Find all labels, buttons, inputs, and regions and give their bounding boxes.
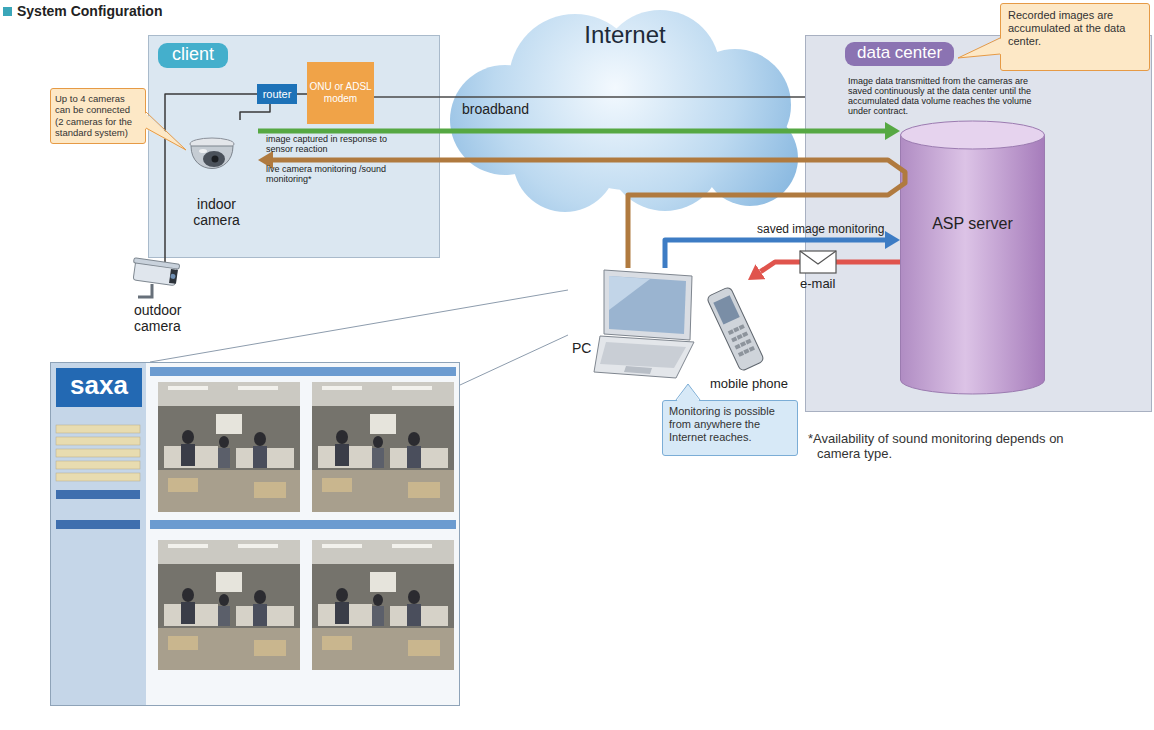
laptop-icon-part: [624, 366, 652, 374]
callout-text: Monitoring is possible from anywhere the…: [669, 405, 791, 445]
mobile-phone-icon-part: [733, 327, 739, 333]
router-label: router: [257, 88, 297, 101]
device-label: PC: [572, 340, 591, 356]
screenshot-outline: [50, 362, 460, 706]
outdoor-camera: outdoor camera: [122, 262, 212, 342]
outdoor-camera-icon: [131, 258, 180, 297]
envelope-icon-part: [800, 251, 836, 273]
screenshot-interior-part: [56, 473, 140, 481]
panel-tab: client: [158, 43, 228, 68]
callout-box: Up to 4 cameras can be connected (2 came…: [50, 88, 146, 144]
screenshot-interior-part: [158, 540, 300, 670]
outdoor-camera-icon-part-part: [170, 274, 176, 280]
indoor-camera-icon-part: [203, 151, 225, 167]
outdoor-camera-icon-part-part: [133, 258, 179, 269]
screenshot-interior-part: [150, 367, 456, 376]
outdoor-camera-icon-part: [131, 258, 180, 286]
panel-tab: data center: [845, 42, 954, 66]
screenshot-interior-part: [56, 490, 140, 499]
mobile-phone-icon-part: [738, 351, 744, 357]
laptop-icon-part: [609, 276, 650, 310]
cloud-puff: [553, 46, 697, 190]
image-upload-arrow: [258, 129, 885, 134]
laptop-icon-part: [600, 342, 686, 368]
mobile-phone-icon-part: [737, 334, 743, 340]
arrow-label: image captured in response to sensor rea…: [266, 135, 394, 155]
laptop-icon: [594, 270, 694, 378]
mobile-phone-icon-part: [740, 341, 746, 347]
device-label: mobile phone: [710, 377, 788, 392]
arrow-label: live camera monitoring /sound monitoring…: [266, 165, 394, 185]
callout-text: Up to 4 cameras can be connected (2 came…: [55, 93, 141, 139]
mobile-phone-icon-part: [749, 346, 755, 352]
camera-label: outdoor camera: [134, 302, 210, 334]
indoor-camera-icon-part: [212, 156, 219, 163]
mobile-phone-icon-part: [706, 286, 764, 371]
screenshot-interior-part: [51, 363, 146, 705]
callout-box: Recorded images are accumulated at the d…: [1000, 3, 1150, 71]
mobile-phone-icon-part: [731, 337, 737, 343]
envelope-icon-part: [800, 251, 836, 264]
laptop-icon-part: [604, 270, 692, 340]
mobile-phone-icon: [706, 286, 764, 371]
router-box: router: [257, 84, 297, 104]
outdoor-camera-icon-part: [138, 284, 152, 297]
screenshot-interior-part: [150, 520, 456, 529]
mobile-phone-icon-part: [743, 348, 749, 354]
camera-label: indoor camera: [175, 196, 258, 228]
cloud-label: Internet: [565, 21, 685, 49]
arrow-label: saved image monitoring: [757, 223, 884, 237]
network-cable: [297, 93, 307, 95]
callout-pointer-part: [676, 384, 700, 400]
pc: PC: [568, 268, 700, 378]
line-label: broadband: [462, 101, 529, 117]
mobile-phone-icon-part: [745, 339, 751, 345]
outdoor-camera-icon-part-part: [169, 269, 178, 284]
title-bullet-part: [3, 7, 12, 16]
cloud-puff: [702, 110, 798, 206]
callout-pointer-part: [676, 384, 700, 402]
zoom-line: [150, 290, 568, 385]
mobile-phone: mobile phone: [700, 280, 800, 395]
envelope-icon: [800, 251, 836, 273]
callout-text: Recorded images are accumulated at the d…: [1008, 9, 1142, 49]
screenshot-interior-part: [56, 449, 140, 457]
asp-server: ASP server: [900, 120, 1045, 395]
screenshot-interior-part: [312, 540, 454, 670]
cylinder-body: [901, 135, 1045, 394]
indoor-camera-icon-part: [199, 149, 207, 153]
modem-box: ONU or ADSL modem: [307, 62, 374, 124]
modem-label: ONU or ADSL modem: [309, 81, 372, 106]
screenshot: saxa: [50, 362, 460, 706]
screenshot-interior-part: [56, 520, 140, 529]
indoor-camera: indoor camera: [175, 120, 258, 232]
server-label: ASP server: [900, 215, 1045, 233]
logo-text: saxa: [56, 368, 142, 407]
mobile-phone-icon-part: [728, 329, 734, 335]
cylinder-top: [901, 121, 1045, 149]
diagram-title: System Configuration: [17, 3, 162, 19]
screenshot-interior-part: [56, 425, 140, 433]
panel-note: Image data transmitted from the cameras …: [848, 77, 1040, 117]
broadband-line: [374, 96, 805, 98]
footnote: *Availability of sound monitoring depend…: [808, 432, 1108, 462]
arrow-label: e-mail: [800, 277, 835, 292]
laptop-icon-part: [609, 276, 686, 334]
callout-box: Monitoring is possible from anywhere the…: [662, 400, 798, 456]
callout-pointer: [676, 384, 700, 402]
screenshot-interior-part: [56, 461, 140, 469]
mobile-phone-icon-part: [713, 295, 739, 324]
title-bullet: [3, 7, 12, 16]
cylinder-shape: [900, 120, 1045, 395]
mobile-phone-icon-part: [739, 324, 745, 330]
screenshot-interior-part: [312, 382, 454, 512]
mobile-phone-icon-part: [742, 331, 748, 337]
screenshot-interior-part: [158, 382, 300, 512]
mobile-phone-icon-part: [735, 344, 741, 350]
laptop-icon-part: [594, 336, 694, 378]
screenshot-interior-part: [56, 437, 140, 445]
